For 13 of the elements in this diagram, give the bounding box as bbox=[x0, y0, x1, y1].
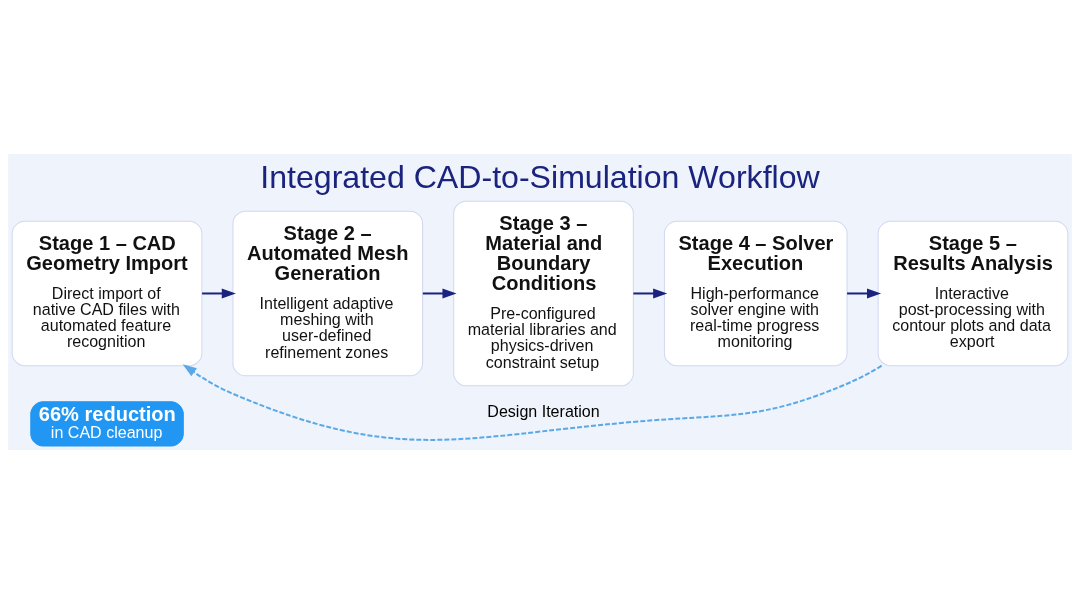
arrow bbox=[422, 288, 457, 298]
node-box: Stage 5 – Results Analysis Interactive post-processing with contour plots and data export bbox=[877, 220, 1069, 366]
arrow bbox=[182, 363, 883, 441]
node-box: 66% reduction in CAD cleanup bbox=[30, 400, 184, 446]
arrow bbox=[847, 288, 882, 298]
node-box: Stage 1 – CAD Geometry Import Direct import of native CAD files with automated feature recognition bbox=[11, 220, 203, 366]
diagram-title: Integrated CAD-to-Simulation Workflow bbox=[260, 158, 820, 195]
arrow bbox=[633, 288, 668, 298]
edge-label: Design Iteration bbox=[487, 401, 600, 420]
node-box: Stage 2 – Automated Mesh Generation Intelligent adaptive meshing with user-defined refinement zones bbox=[232, 210, 424, 376]
node-box: Stage 3 – Material and Boundary Conditions Pre-configured material libraries and physics-driven constraint setup bbox=[453, 200, 634, 386]
node-box: Stage 4 – Solver Execution High-performance solver engine with real-time progress monitoring bbox=[663, 220, 848, 366]
arrow bbox=[202, 288, 236, 298]
